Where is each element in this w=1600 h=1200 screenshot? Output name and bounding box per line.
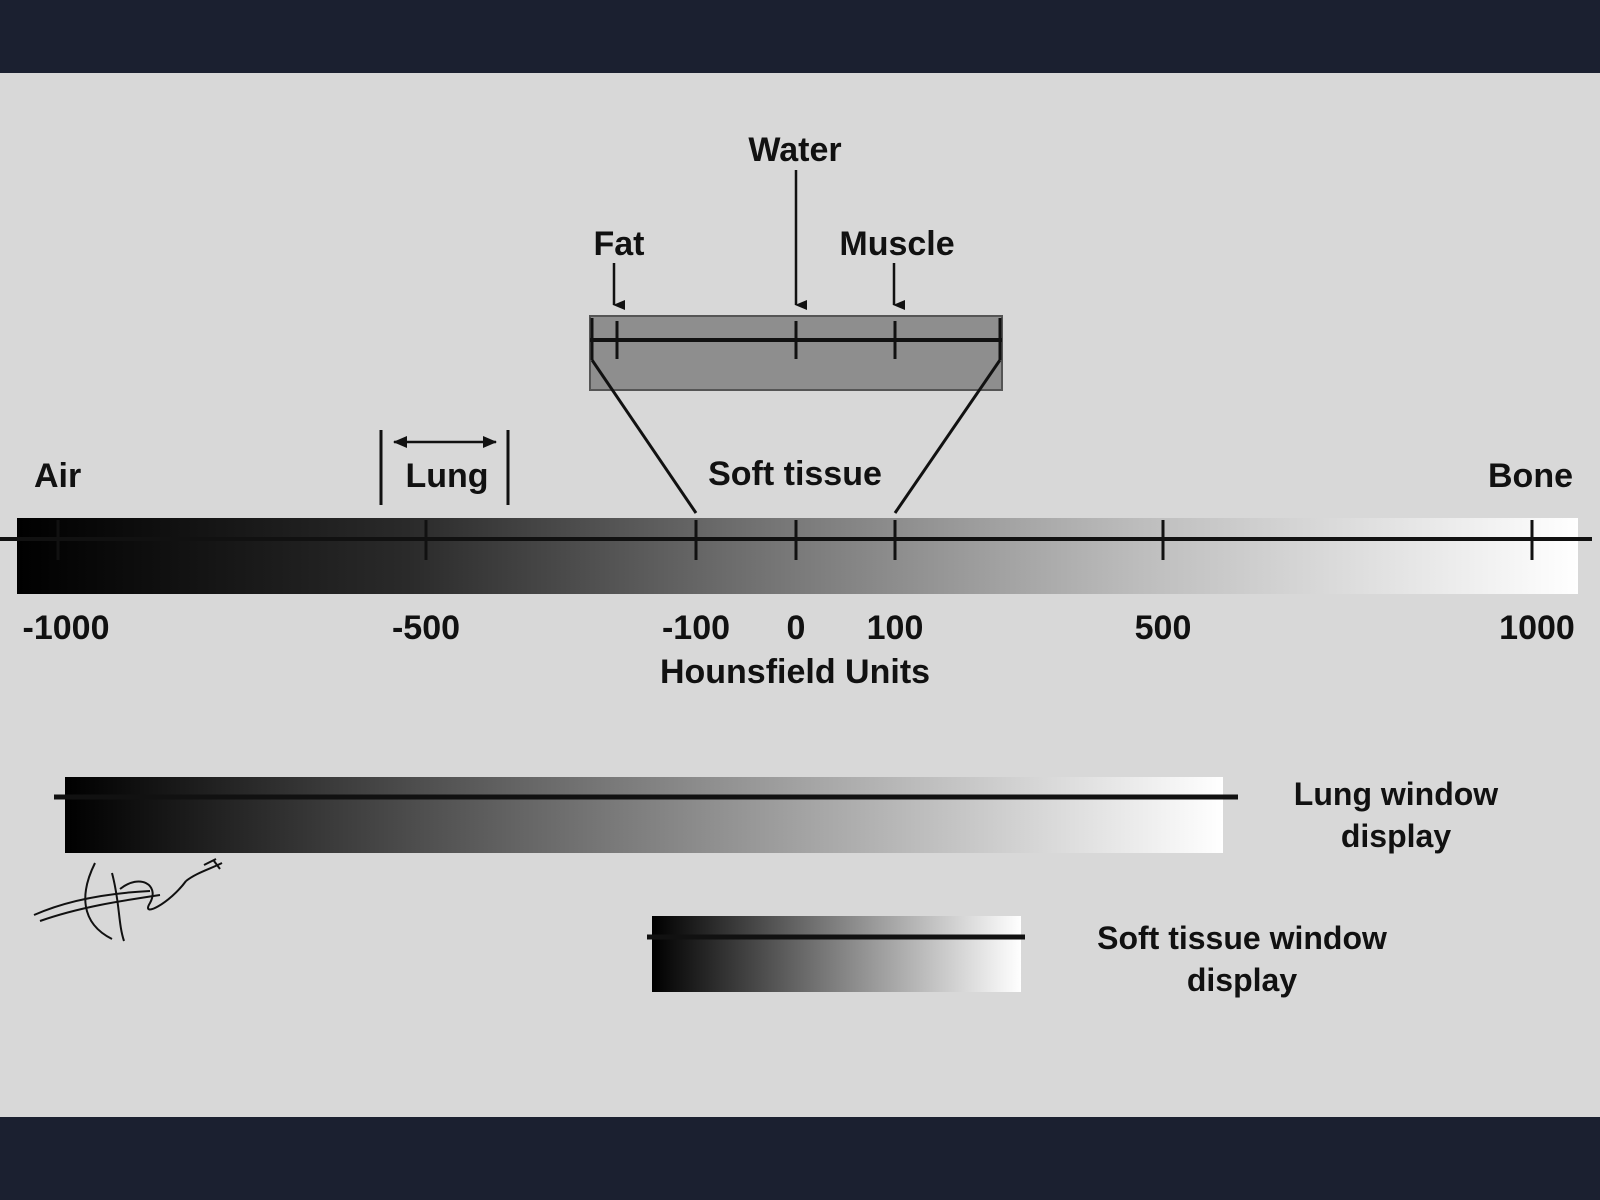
signature-mark [33,858,223,942]
tick-label-500: 500 [1134,609,1192,647]
soft-tissue-window-label: Soft tissue window display [1097,917,1387,1001]
lung-window-label: Lung window display [1294,773,1498,857]
tick-label--500: -500 [391,609,461,647]
soft-tissue-window-label-line1: Soft tissue window [1097,920,1387,956]
soft-tissue-label: Soft tissue [708,455,882,493]
scale-ticks [56,520,1534,560]
lung-window-label-line1: Lung window [1293,776,1499,812]
lung-bracket [379,430,510,505]
hounsfield-diagram [0,170,1592,992]
tick-label-0: 0 [786,609,806,647]
muscle-label: Muscle [839,225,955,263]
water-label: Water [748,131,842,169]
lung-label: Lung [405,457,489,495]
soft-tissue-window-label-line2: display [1186,962,1298,998]
soft-tissue-zoom-box [589,315,1003,391]
zoom-connector-right [893,359,1002,514]
lung-window-bar [65,777,1223,853]
tick-label-100: 100 [866,609,924,647]
zoom-connector-left [590,359,698,514]
axis-title: Hounsfield Units [659,653,931,691]
bone-label: Bone [1488,457,1573,495]
lung-window-label-line2: display [1340,818,1452,854]
tick-label--1000: -1000 [22,609,110,647]
diagram-panel: Water Fat Muscle Air Lung Soft tissue Bo… [0,73,1600,1117]
tick-label--100: -100 [661,609,731,647]
air-label: Air [34,457,82,495]
soft-tissue-window-bar [652,916,1021,992]
fat-label: Fat [593,225,645,263]
tick-label-1000: 1000 [1499,609,1575,647]
